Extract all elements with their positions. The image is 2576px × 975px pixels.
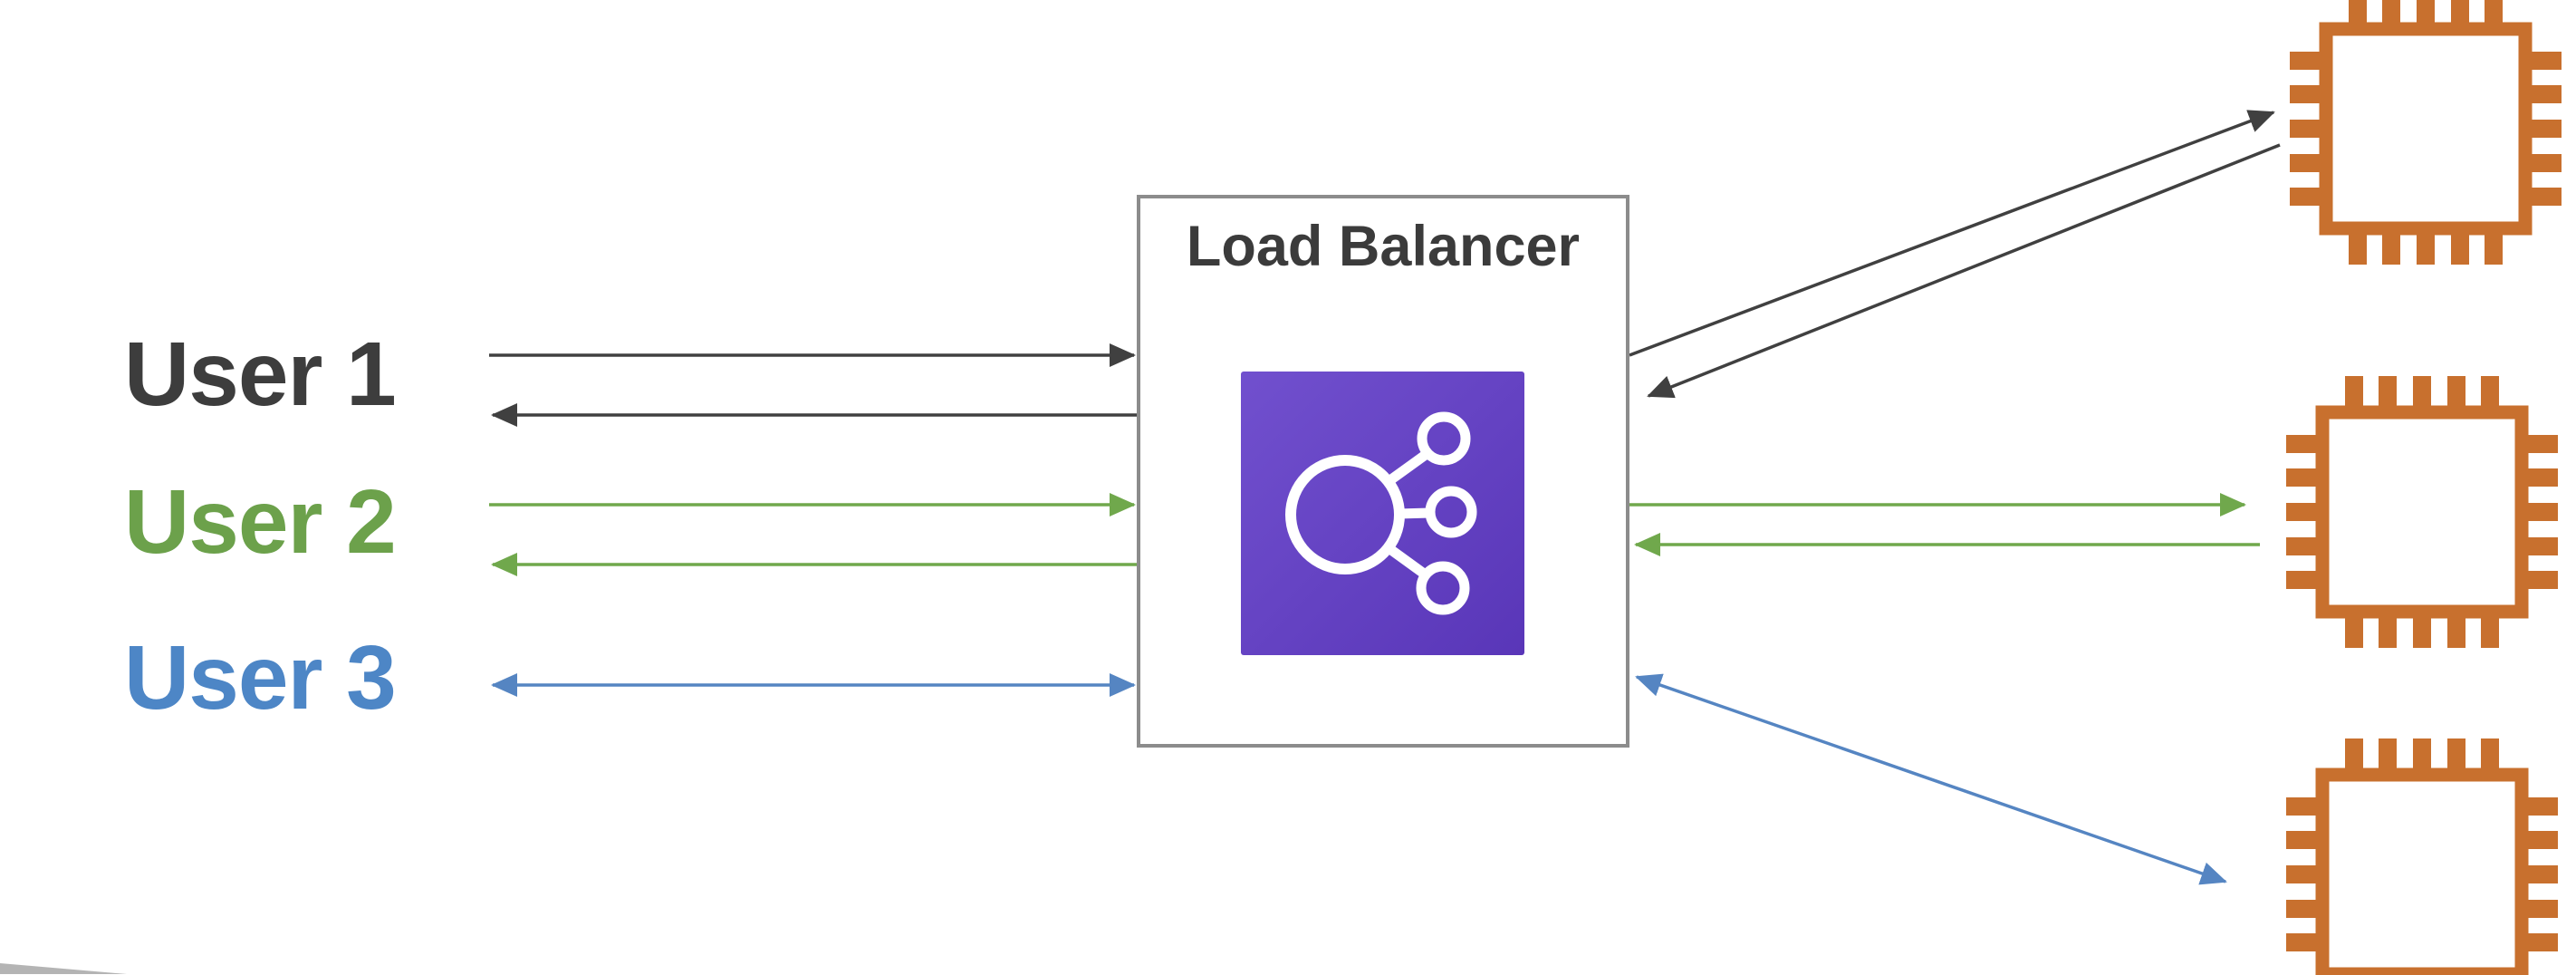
load-balancer-title: Load Balancer <box>1187 215 1580 278</box>
bottom-left-edge-artifact <box>0 963 127 974</box>
user-1-label: User 1 <box>124 323 396 425</box>
lb-to-server1-arrow <box>1629 110 2275 357</box>
elastic-load-balancer-icon <box>1241 372 1524 655</box>
server-2-cpu-chip-icon <box>2286 376 2558 648</box>
load-balancer-node: Load Balancer <box>1137 195 1629 748</box>
user-2-label: User 2 <box>124 471 396 573</box>
server-1-cpu-chip-icon <box>2290 0 2562 265</box>
user-3-label: User 3 <box>124 627 396 729</box>
lb-server3-bidirectional-arrow <box>1635 673 2227 885</box>
server1-to-lb-arrow <box>1647 143 2281 399</box>
server-3-cpu-chip-icon <box>2286 738 2558 975</box>
